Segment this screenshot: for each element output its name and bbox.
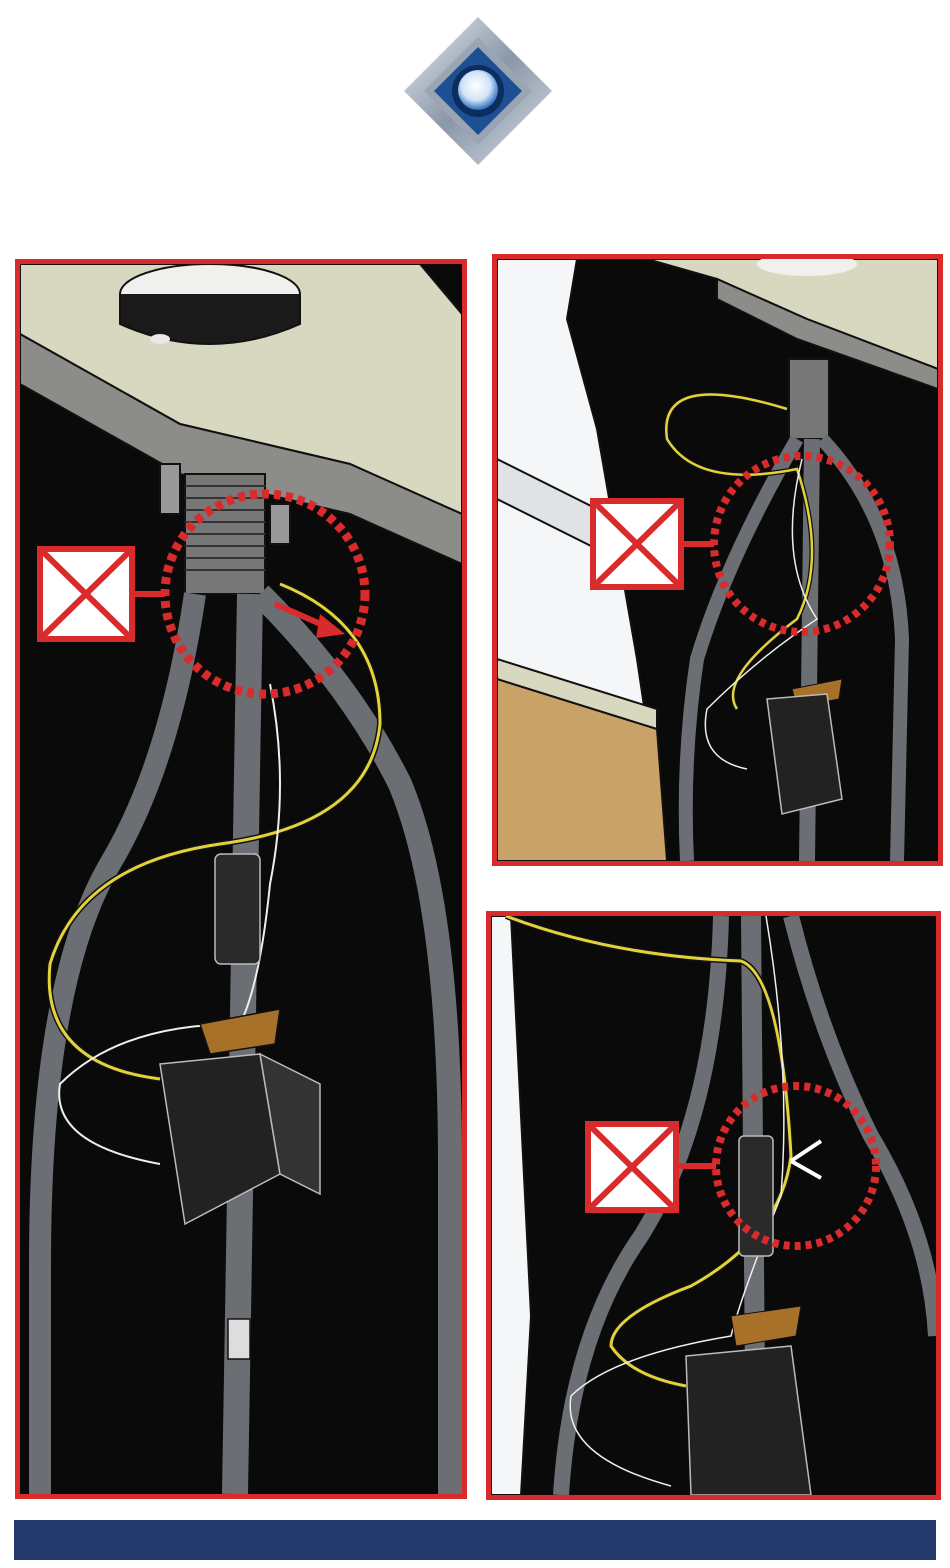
- panel-left-illustration: [15, 259, 467, 1499]
- left-scene: [20, 264, 462, 1494]
- crossed-box-icon: [40, 549, 132, 639]
- mount-nut-right: [270, 504, 290, 544]
- control-box: [686, 1346, 811, 1495]
- hose-right: [260, 594, 450, 1494]
- hose-left: [40, 594, 195, 1494]
- footer-bar: [14, 1520, 936, 1560]
- control-box: [767, 694, 842, 814]
- top-right-scene: [497, 259, 938, 861]
- hose-right: [791, 916, 936, 1336]
- threaded-shank: [789, 359, 829, 439]
- control-box: [160, 1054, 280, 1224]
- panel-bottom-right-illustration: [486, 911, 941, 1500]
- logo-circle: [458, 70, 498, 110]
- mounting-clip: [200, 1009, 280, 1054]
- sink-basin: [491, 916, 531, 1495]
- mount-nut-left: [160, 464, 180, 514]
- crossed-box-icon: [588, 1124, 676, 1210]
- brand-logo: [404, 17, 552, 165]
- crossed-box-icon: [593, 501, 681, 587]
- panel-top-right-illustration: [492, 254, 943, 866]
- hose-connector: [215, 854, 260, 964]
- faucet-base-hole: [150, 334, 170, 344]
- mounting-clip: [731, 1306, 801, 1346]
- scissors-icon: [791, 1141, 821, 1178]
- hose-fitting: [228, 1319, 250, 1359]
- bottom-right-scene: [491, 916, 936, 1495]
